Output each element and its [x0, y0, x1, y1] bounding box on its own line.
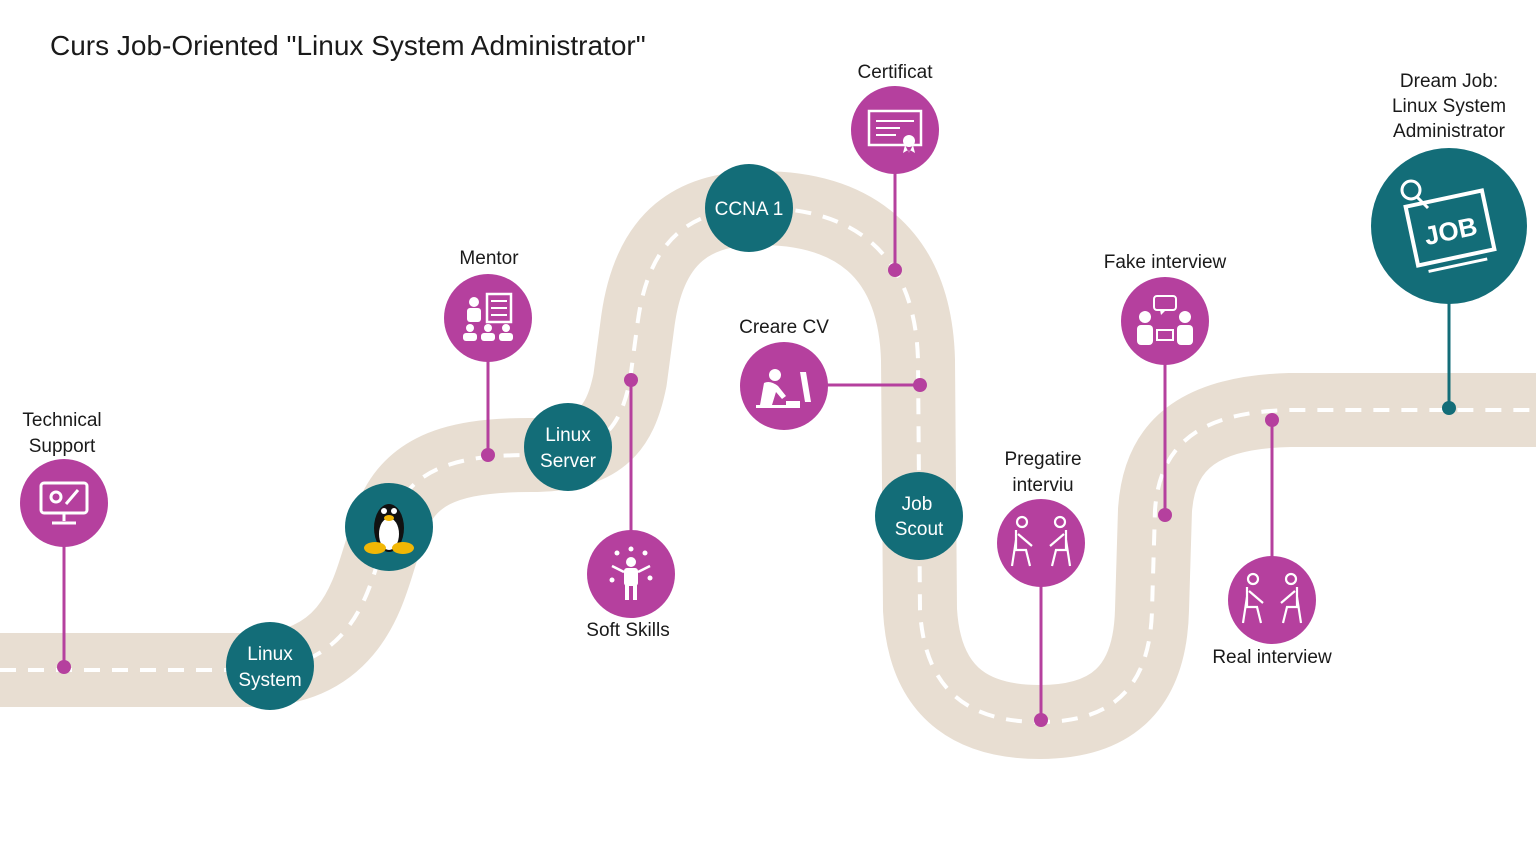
job-scout-node: Job Scout [875, 472, 963, 560]
linux-server-line2: Server [540, 451, 597, 472]
real-interview-label: Real interview [1212, 647, 1332, 668]
dream-job-label-line3: Administrator [1393, 121, 1505, 142]
conversation-people-icon [1137, 295, 1193, 345]
dream-job-dot [1442, 401, 1456, 415]
dream-job-label-line1: Dream Job: [1399, 71, 1499, 92]
ccna-node: CCNA 1 [705, 164, 793, 252]
linux-system-node: Linux System [226, 622, 314, 710]
soft-skills-label: Soft Skills [586, 620, 670, 641]
real-interview-dot [1265, 413, 1279, 427]
pregatire-label: Pregatire interviu [1004, 447, 1081, 499]
pregatire-label-line2: interviu [1012, 475, 1074, 496]
person-typing-icon [756, 369, 811, 408]
linux-logo-node [345, 483, 433, 571]
technical-support-node [20, 459, 108, 547]
certificate-icon [867, 109, 923, 153]
page-title: Curs Job-Oriented "Linux System Administ… [50, 30, 646, 61]
pregatire-label-line1: Pregatire [1004, 449, 1082, 470]
job-scout-line2: Scout [895, 519, 944, 540]
interview-people-icon [1241, 572, 1303, 624]
dream-job-label-line2: Linux System [1391, 96, 1507, 117]
fake-interview-node [1121, 277, 1209, 365]
creare-cv-node [740, 342, 828, 430]
pin-icon [1400, 179, 1430, 210]
interview-people-icon [1010, 515, 1072, 567]
linux-system-line2: System [238, 670, 301, 691]
technical-support-label-line1: Technical [22, 410, 102, 431]
real-interview-node [1228, 556, 1316, 644]
mentor-node [444, 274, 532, 362]
pregatire-node [997, 499, 1085, 587]
fake-interview-dot [1158, 508, 1172, 522]
job-scout-line1: Job [902, 494, 933, 515]
tux-penguin-icon [364, 504, 414, 554]
certificat-label: Certificat [857, 62, 933, 83]
technical-support-label: Technical Support [22, 408, 101, 460]
soft-skills-node [587, 530, 675, 618]
ccna-text: CCNA 1 [715, 199, 784, 220]
certificat-dot [888, 263, 902, 277]
pregatire-dot [1034, 713, 1048, 727]
linux-system-line1: Linux [247, 644, 293, 665]
mentor-label: Mentor [459, 248, 519, 269]
technical-support-dot [57, 660, 71, 674]
monitor-gear-icon [39, 481, 89, 525]
linux-server-node: Linux Server [524, 403, 612, 491]
presentation-teacher-icon [463, 292, 513, 341]
creare-cv-label: Creare CV [739, 317, 829, 338]
mentor-dot [481, 448, 495, 462]
dream-job-node: JOB [1371, 148, 1527, 304]
fake-interview-label: Fake interview [1103, 252, 1227, 273]
dream-job-label: Dream Job: Linux System Administrator [1392, 69, 1506, 144]
person-skills-icon [609, 546, 653, 600]
creare-cv-dot [913, 378, 927, 392]
soft-skills-dot [624, 373, 638, 387]
certificat-node [851, 86, 939, 174]
linux-server-line1: Linux [545, 425, 591, 446]
technical-support-label-line2: Support [28, 436, 96, 457]
